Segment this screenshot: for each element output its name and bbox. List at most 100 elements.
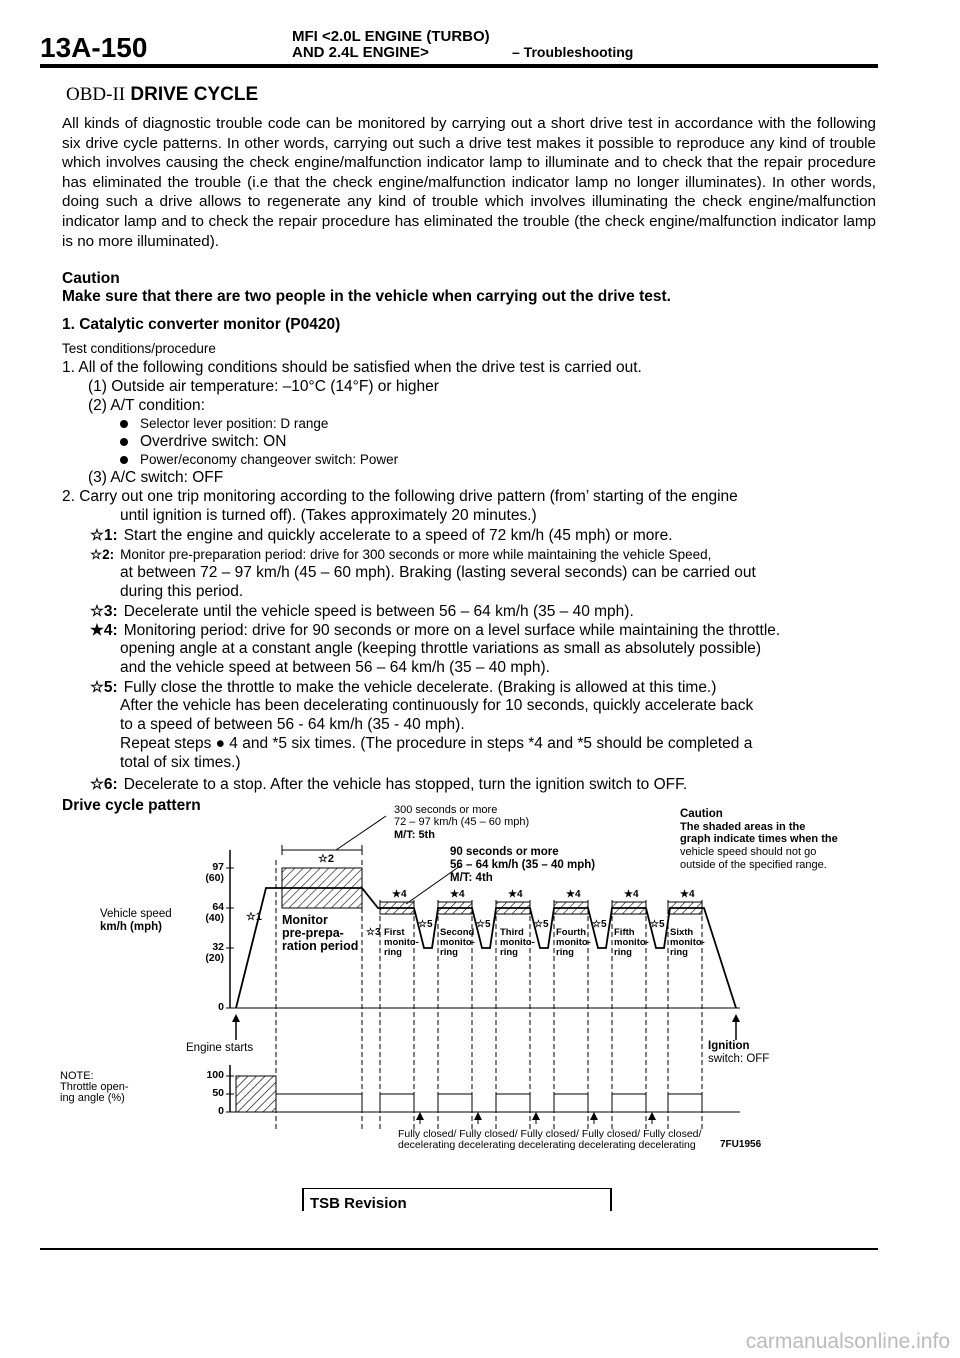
decelerating-arrows (416, 1112, 656, 1124)
intro-paragraph: All kinds of diagnostic trouble code can… (62, 115, 876, 250)
header-rule (40, 64, 878, 68)
phase-dashed-lines (275, 860, 703, 1130)
caution-text: Make sure that there are two people in t… (62, 288, 671, 305)
throttle-tick: 0 (218, 1105, 224, 1117)
chart-caution-text: vehicle speed should not go (680, 846, 817, 858)
note-90s-gear: M/T: 4th (450, 872, 493, 884)
bullet-text: Power/economy changeover switch: Power (140, 452, 399, 467)
speed-tick: (60) (205, 872, 224, 884)
engine-starts-label: Engine starts (186, 1042, 254, 1054)
footer-rule (40, 1248, 878, 1250)
step-mark-4: ★4 (508, 889, 523, 900)
chart-caution-text: graph indicate times when the (680, 833, 838, 845)
star-icon: ☆2: (90, 547, 115, 562)
step-mark-4: ★4 (566, 889, 581, 900)
condition-2: (2) A/T condition: (88, 397, 205, 414)
step-mark-3: ☆3 (366, 927, 381, 938)
page-number: 13A-150 (40, 32, 148, 63)
ignition-switch-label: switch: OFF (708, 1053, 770, 1065)
bullet-item: Power/economy changeover switch: Power (120, 452, 398, 467)
procedure-step-2: ☆2:Monitor pre-preparation period: drive… (90, 547, 712, 562)
note-300s: 300 seconds or more (394, 804, 498, 816)
step-mark-5: ☆5 (418, 919, 433, 930)
condition-1: (1) Outside air temperature: –10°C (14°F… (88, 378, 439, 395)
bullet-icon (120, 420, 128, 429)
monitor-title: 1. Catalytic converter monitor (P0420) (62, 316, 341, 333)
speed-tick: (20) (205, 952, 224, 964)
procedure-step-3: ☆3:Decelerate until the vehicle speed is… (90, 603, 634, 620)
chart-caution-heading: Caution (680, 808, 723, 820)
step2-line2: until ignition is turned off). (Takes ap… (120, 507, 537, 524)
speed-axis-label: Vehicle speed (100, 908, 172, 920)
star-icon: ☆1: (90, 527, 118, 544)
watermark: carmanualsonline.info (745, 1330, 950, 1353)
bullet-item: Overdrive switch: ON (120, 433, 286, 451)
test-conditions-label: Test conditions/procedure (62, 341, 216, 356)
step-mark-4: ★4 (450, 889, 465, 900)
header-engine-line2: AND 2.4L ENGINE> (292, 44, 429, 61)
procedure-step-6: ☆6:Decelerate to a stop. After the vehic… (90, 776, 688, 793)
procedure-step-2-cont: at between 72 – 97 km/h (45 – 60 mph). B… (120, 564, 756, 581)
bullet-item: Selector lever position: D range (120, 416, 328, 431)
step-mark-4: ★4 (680, 889, 695, 900)
procedure-step-1: ☆1:Start the engine and quickly accelera… (90, 527, 673, 544)
star-filled-icon: ★4: (90, 622, 118, 639)
bullet-text: Selector lever position: D range (140, 416, 329, 431)
step-mark-2: ☆2 (318, 853, 334, 865)
title-prefix: OBD-II (66, 84, 126, 105)
bullet-text: Overdrive switch: ON (140, 433, 287, 450)
step-mark-5: ☆5 (534, 919, 549, 930)
speed-tick: 97 (212, 861, 224, 873)
step-mark-5: ☆5 (592, 919, 607, 930)
procedure-step-5-cont: After the vehicle has been decelerating … (120, 697, 754, 714)
tsb-revision-box: TSB Revision (302, 1188, 612, 1212)
bottom-legend-line1: Fully closed/ Fully closed/ Fully closed… (398, 1128, 702, 1140)
procedure-step-5-cont: to a speed of between 56 - 64 km/h (35 -… (120, 716, 465, 733)
drive-cycle-title: Drive cycle pattern (62, 797, 201, 814)
procedure-step-4-cont: and the vehicle speed at between 56 – 64… (120, 659, 550, 676)
throttle-note: Throttle open- (60, 1081, 129, 1093)
step-mark-5: ☆5 (650, 919, 665, 930)
figure-code: 7FU1956 (720, 1139, 762, 1150)
step-mark-5: ☆5 (476, 919, 491, 930)
speed-tick: 64 (212, 901, 224, 913)
procedure-step-5: ☆5:Fully close the throttle to make the … (90, 679, 717, 696)
note-300s-gear: M/T: 5th (394, 829, 435, 841)
step-mark-1: ☆1 (246, 911, 262, 923)
header-engine-line1: MFI <2.0L ENGINE (TURBO) (292, 28, 490, 45)
speed-tick: 0 (218, 1001, 224, 1013)
speed-profile-line (235, 887, 737, 1009)
monitoring-shaded-bands (379, 901, 703, 915)
procedure-step-2-cont: during this period. (120, 583, 244, 600)
star-icon: ☆5: (90, 679, 118, 696)
throttle-note: ing angle (%) (60, 1092, 125, 1104)
throttle-tick: 100 (206, 1069, 224, 1081)
chart-caution-text: outside of the specified range. (680, 859, 827, 871)
step2-line1: 2. Carry out one trip monitoring accordi… (62, 488, 738, 505)
bottom-legend-line2: decelerating decelerating decelerating d… (398, 1139, 696, 1151)
bullet-icon (120, 437, 128, 446)
star-icon: ☆6: (90, 776, 118, 793)
speed-axis-unit: km/h (mph) (100, 921, 162, 933)
procedure-step-4: ★4:Monitoring period: drive for 90 secon… (90, 622, 781, 639)
header-section: – Troubleshooting (512, 44, 634, 60)
ignition-label: Ignition (708, 1040, 750, 1052)
procedure-step-5-cont: total of six times.) (120, 754, 241, 771)
note-300s-speed: 72 – 97 km/h (45 – 60 mph) (394, 816, 530, 828)
title-main: DRIVE CYCLE (130, 84, 259, 105)
note-90s: 90 seconds or more (450, 846, 559, 858)
condition-3: (3) A/C switch: OFF (88, 469, 224, 486)
throttle-profile (235, 1075, 703, 1113)
speed-tick: 32 (212, 941, 224, 953)
step-mark-4: ★4 (392, 889, 407, 900)
note-90s-speed: 56 – 64 km/h (35 – 40 mph) (450, 859, 596, 871)
procedure-step-5-cont: Repeat steps ● 4 and *5 six times. (The … (120, 735, 753, 752)
